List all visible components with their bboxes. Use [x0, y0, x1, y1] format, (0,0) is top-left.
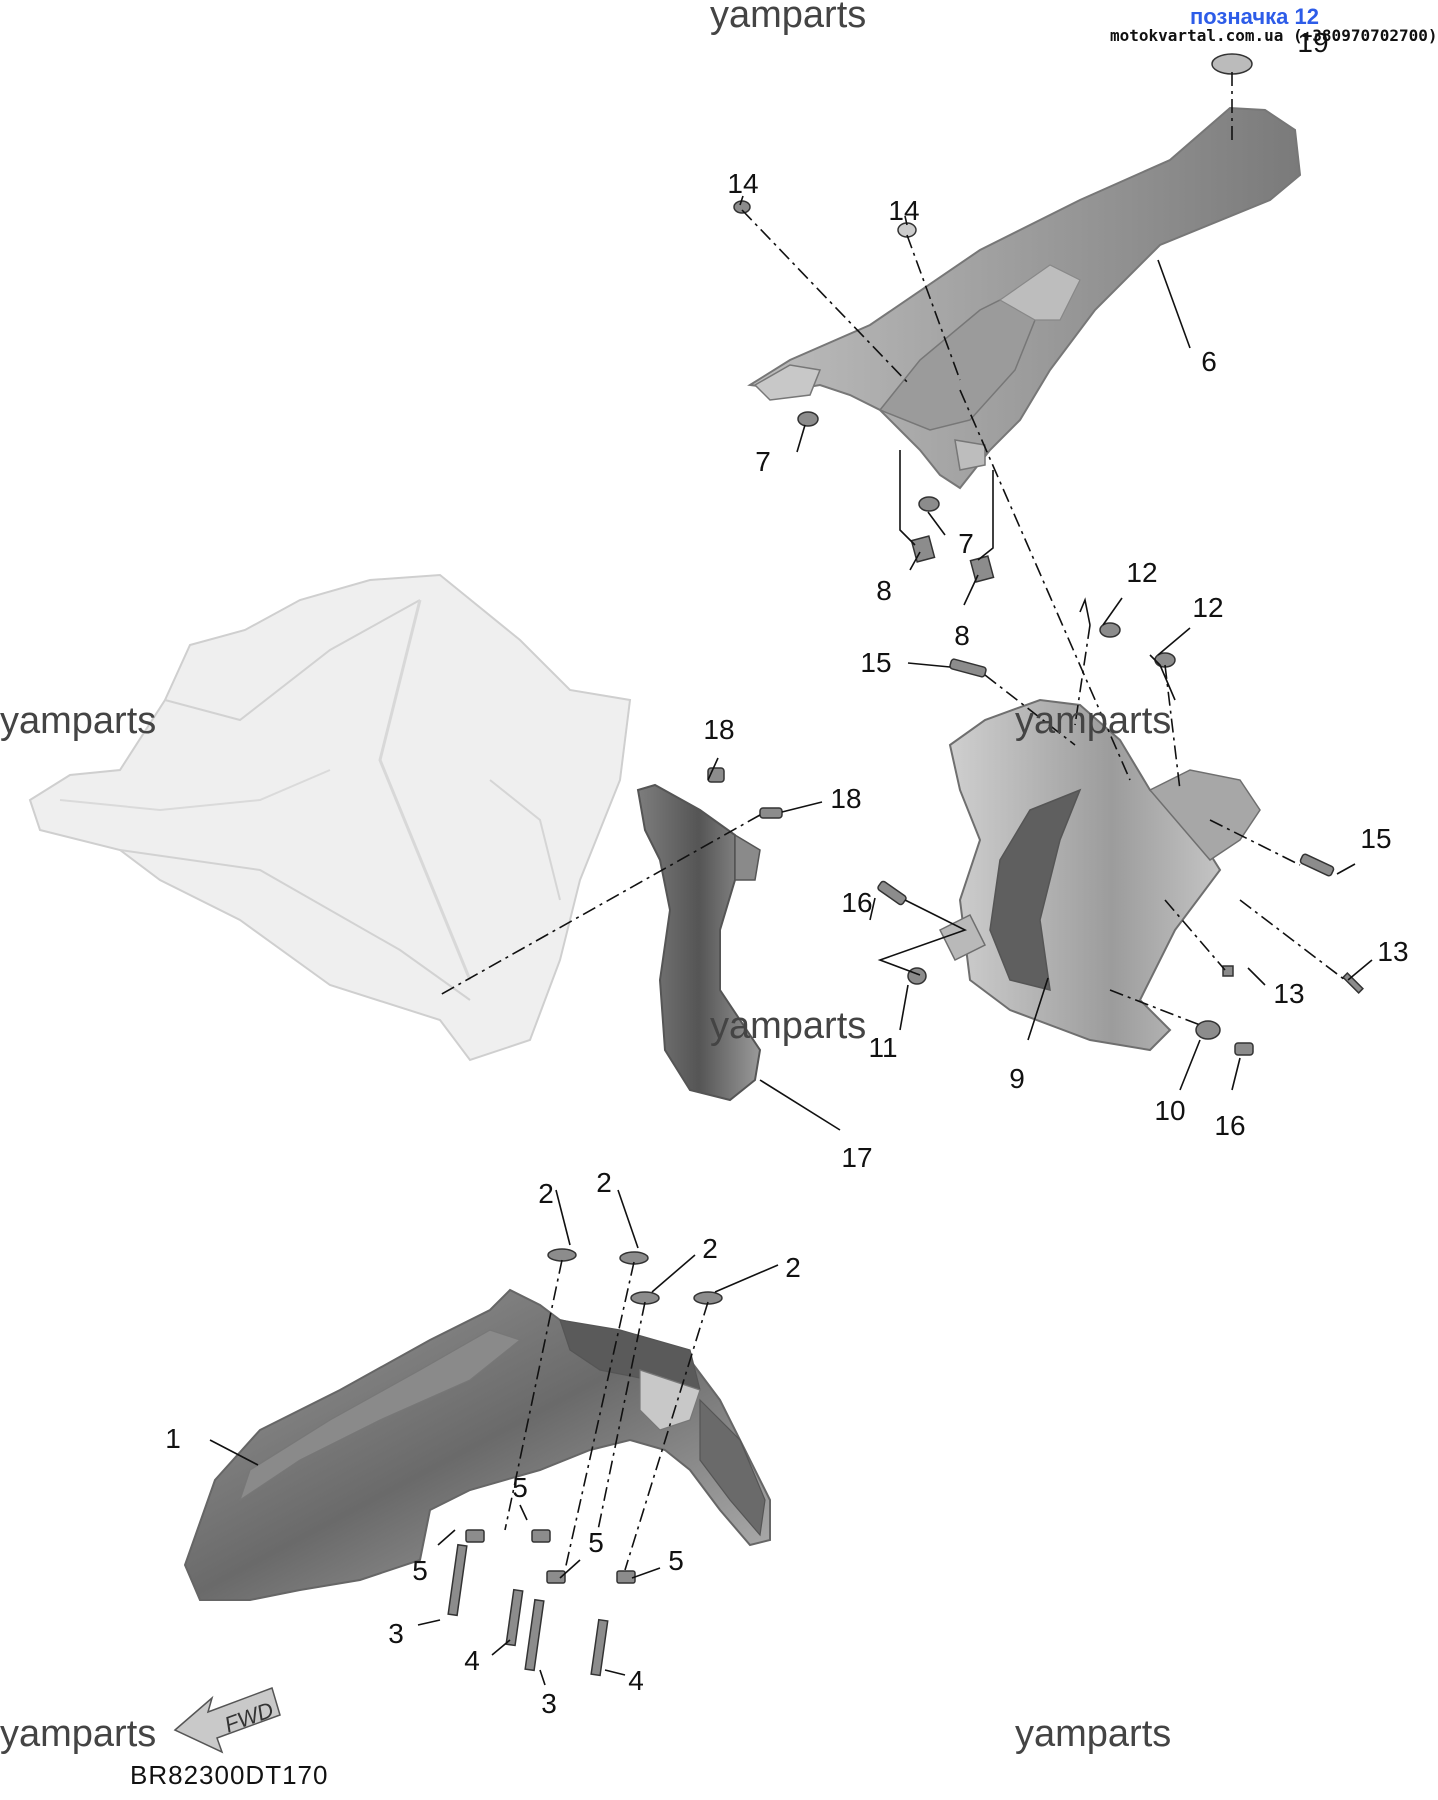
callout-17: 17 [841, 1142, 872, 1173]
watermark-bottom-left: yamparts [0, 1713, 157, 1755]
fwd-arrow-icon: FWD [173, 1687, 281, 1754]
callout-8: 8 [954, 620, 970, 651]
watermark-top: yamparts [710, 0, 867, 36]
callout-labels: 1 2 2 2 2 3 3 4 4 5 5 5 5 6 7 7 8 8 9 10… [165, 27, 1408, 1719]
watermark-right: yamparts [1015, 700, 1172, 742]
callout-10: 10 [1154, 1095, 1185, 1126]
shop-label: позначка 12 [1190, 4, 1319, 29]
callout-5: 5 [588, 1527, 604, 1558]
shop-site: motokvartal.com.ua (+380970702700) [1110, 26, 1438, 45]
callout-4: 4 [464, 1645, 480, 1676]
watermark-left: yamparts [0, 700, 157, 742]
callout-15: 15 [860, 647, 891, 678]
callout-5: 5 [412, 1555, 428, 1586]
callout-3: 3 [541, 1688, 557, 1719]
callout-14: 14 [727, 168, 758, 199]
callout-19: 19 [1297, 27, 1328, 58]
callout-14: 14 [888, 195, 919, 226]
watermark-center: yamparts [710, 1005, 867, 1047]
callout-8: 8 [876, 575, 892, 606]
callout-2: 2 [538, 1178, 554, 1209]
callout-5: 5 [512, 1472, 528, 1503]
callout-12: 12 [1126, 557, 1157, 588]
callout-13: 13 [1377, 936, 1408, 967]
callout-9: 9 [1009, 1063, 1025, 1094]
callout-18: 18 [703, 714, 734, 745]
front-fender-part-1 [183, 1288, 771, 1601]
inner-fender-part-9 [938, 698, 1261, 1052]
callout-1: 1 [165, 1423, 181, 1454]
callout-5: 5 [668, 1545, 684, 1576]
callout-12: 12 [1192, 592, 1223, 623]
callout-7: 7 [958, 528, 974, 559]
hardware-parts [447, 53, 1364, 1677]
callout-7: 7 [755, 446, 771, 477]
watermark-bottom-right: yamparts [1015, 1713, 1172, 1755]
diagram-code: BR82300DT170 [130, 1760, 329, 1790]
callout-13: 13 [1273, 978, 1304, 1009]
leader-lines [209, 72, 1373, 1686]
frame-ghost-illustration [28, 573, 632, 1062]
callout-2: 2 [596, 1167, 612, 1198]
callout-11: 11 [868, 1032, 897, 1063]
callout-2: 2 [785, 1252, 801, 1283]
callout-16: 16 [841, 887, 872, 918]
callout-18: 18 [830, 783, 861, 814]
callout-6: 6 [1201, 346, 1217, 377]
callout-15: 15 [1360, 823, 1391, 854]
callout-2: 2 [702, 1233, 718, 1264]
mud-flap-part-17 [636, 783, 762, 1102]
fwd-label: FWD [221, 1697, 277, 1738]
callout-3: 3 [388, 1618, 404, 1649]
callout-16: 16 [1214, 1110, 1245, 1141]
rear-fender-part-6 [747, 106, 1302, 490]
callout-4: 4 [628, 1665, 644, 1696]
